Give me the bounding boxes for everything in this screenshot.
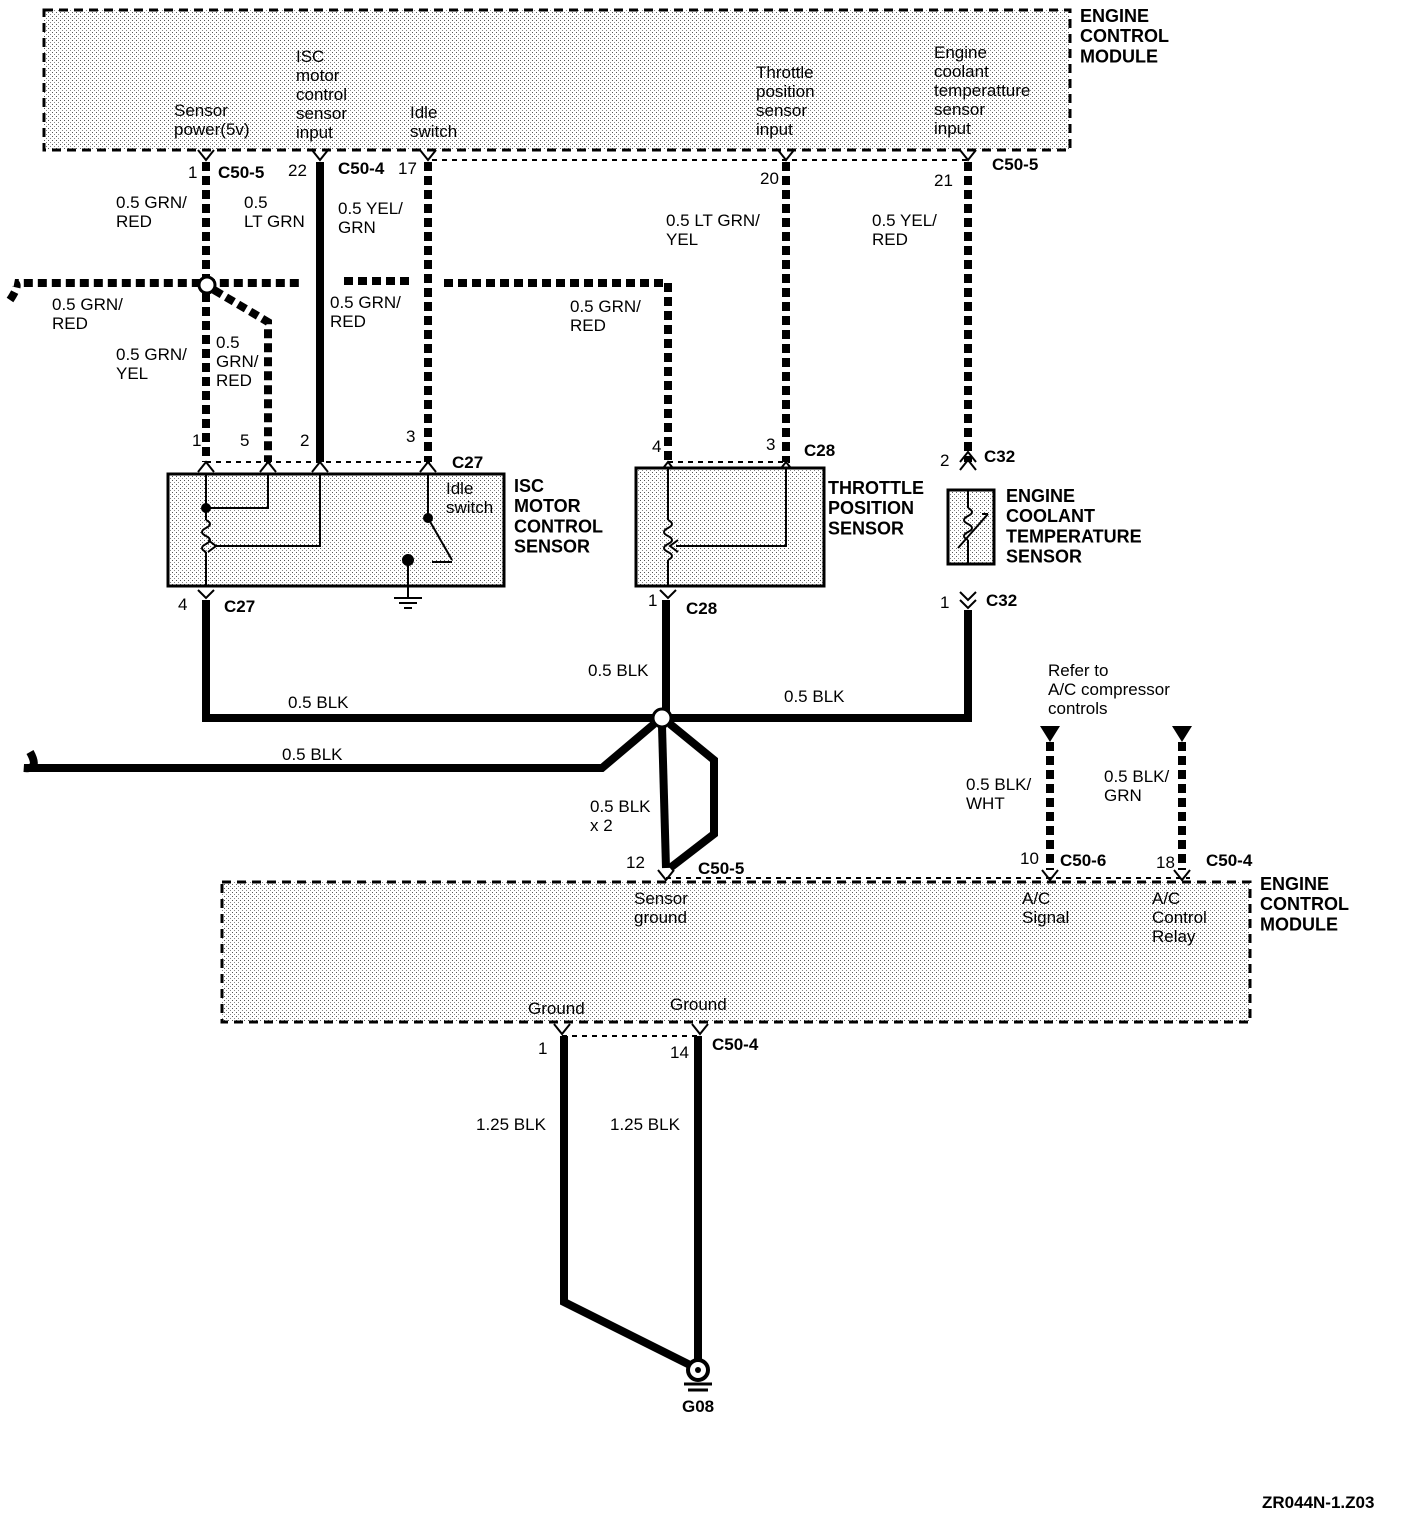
wire-label-blk-3: 0.5 BLK xyxy=(784,687,845,706)
connector-c27-top: C27 xyxy=(452,453,483,472)
pin-22: 22 xyxy=(288,161,307,180)
pin-2-ect: 2 xyxy=(940,451,949,470)
pin-5-isc: 5 xyxy=(240,431,249,450)
pin-14: 14 xyxy=(670,1043,689,1062)
wire-label-yel-red: 0.5 YEL/RED xyxy=(872,211,937,249)
ecm-top-box xyxy=(42,8,1072,152)
ect-internal-circuit xyxy=(957,490,989,564)
connector-c28-bottom: C28 xyxy=(686,599,717,618)
wire-label-lt-grn-yel: 0.5 LT GRN/YEL xyxy=(666,211,760,249)
wire-blk-sensor-ground-2 xyxy=(667,720,718,872)
wire-blk-left-feed xyxy=(23,720,657,773)
pin-label-ground-2: Ground xyxy=(670,995,727,1014)
wire-label-blk-4: 0.5 BLK xyxy=(282,745,343,764)
lower-pin-chevrons xyxy=(197,589,977,610)
wire-125-blk-1 xyxy=(560,1036,694,1370)
wire-label-grn-yel: 0.5 GRN/YEL xyxy=(116,345,187,383)
diagram-id: ZR044N-1.Z03 xyxy=(1262,1493,1374,1512)
pin-label-ground-1: Ground xyxy=(528,999,585,1018)
ecm-bottom-box xyxy=(220,880,1252,1024)
wire-blk-sensor-ground-1 xyxy=(658,725,670,869)
pin-18: 18 xyxy=(1156,853,1175,872)
ac-signal-arrow-icon xyxy=(1040,726,1060,742)
pin-1-isc: 1 xyxy=(192,431,201,450)
pin-1-top: 1 xyxy=(188,163,197,182)
splice-top xyxy=(197,275,217,295)
bottom-ecm-top-chevrons xyxy=(657,869,1191,882)
pin-10: 10 xyxy=(1020,849,1039,868)
connector-c27-bottom: C27 xyxy=(224,597,255,616)
ground-pin-chevrons xyxy=(553,1023,709,1036)
wire-grn-red-bus-left xyxy=(6,279,300,303)
pin-12: 12 xyxy=(626,853,645,872)
component-pin-chevrons xyxy=(197,450,977,473)
pin-21: 21 xyxy=(934,171,953,190)
wire-label-grn-red-1: 0.5 GRN/RED xyxy=(116,193,187,231)
pin-17: 17 xyxy=(398,159,417,178)
wire-label-grn-red-2: 0.5 GRN/RED xyxy=(52,295,123,333)
wire-label-blk-grn: 0.5 BLK/GRN xyxy=(1104,767,1169,805)
wire-grn-red-pin5 xyxy=(211,286,272,462)
wire-label-blk-1: 0.5 BLK xyxy=(588,661,649,680)
connector-c50-5-b: C50-5 xyxy=(992,155,1038,174)
wire-label-125-blk-2: 1.25 BLK xyxy=(610,1115,681,1134)
ac-relay-arrow-icon xyxy=(1172,726,1192,742)
top-pin-chevrons xyxy=(197,149,977,162)
pin-1-ect-bottom: 1 xyxy=(940,593,949,612)
pin-2-isc: 2 xyxy=(300,431,309,450)
connector-c50-5-c: C50-5 xyxy=(698,859,744,878)
ground-symbol-icon xyxy=(684,1382,712,1392)
tps-internal-circuit xyxy=(663,468,787,586)
pin-1-ground: 1 xyxy=(538,1039,547,1058)
wire-blk-ground-bus xyxy=(202,600,972,722)
connector-c32-bottom: C32 xyxy=(986,591,1017,610)
ground-id-g08: G08 xyxy=(682,1397,714,1416)
ground-terminal-center xyxy=(695,1367,701,1373)
isc-internal-circuit xyxy=(201,474,453,609)
wire-label-grn-red-4: 0.5 GRN/RED xyxy=(570,297,641,335)
connector-c50-4-a: C50-4 xyxy=(338,159,385,178)
wire-label-blk-2: 0.5 BLK xyxy=(288,693,349,712)
isc-sensor-box xyxy=(166,472,506,588)
pin-20: 20 xyxy=(760,169,779,188)
connector-c50-4-b: C50-4 xyxy=(1206,851,1253,870)
wire-label-125-blk-1: 1.25 BLK xyxy=(476,1115,547,1134)
pin-3-isc: 3 xyxy=(406,427,415,446)
connector-c28-top: C28 xyxy=(804,441,835,460)
pin-4-isc-bottom: 4 xyxy=(178,595,187,614)
connector-c50-5-a: C50-5 xyxy=(218,163,264,182)
connector-c50-6: C50-6 xyxy=(1060,851,1106,870)
splice-ground xyxy=(651,707,673,729)
connector-c32-top: C32 xyxy=(984,447,1015,466)
tps-box xyxy=(634,466,826,588)
wire-label-blk-wht: 0.5 BLK/WHT xyxy=(966,775,1031,813)
pin-3-tps: 3 xyxy=(766,435,775,454)
pin-1-tps-bottom: 1 xyxy=(648,591,657,610)
wire-label-yel-grn: 0.5 YEL/GRN xyxy=(338,199,403,237)
wire-label-grn-red-3: 0.5 GRN/RED xyxy=(330,293,401,331)
connector-c50-4-c: C50-4 xyxy=(712,1035,759,1054)
pin-4-tps: 4 xyxy=(652,437,661,456)
